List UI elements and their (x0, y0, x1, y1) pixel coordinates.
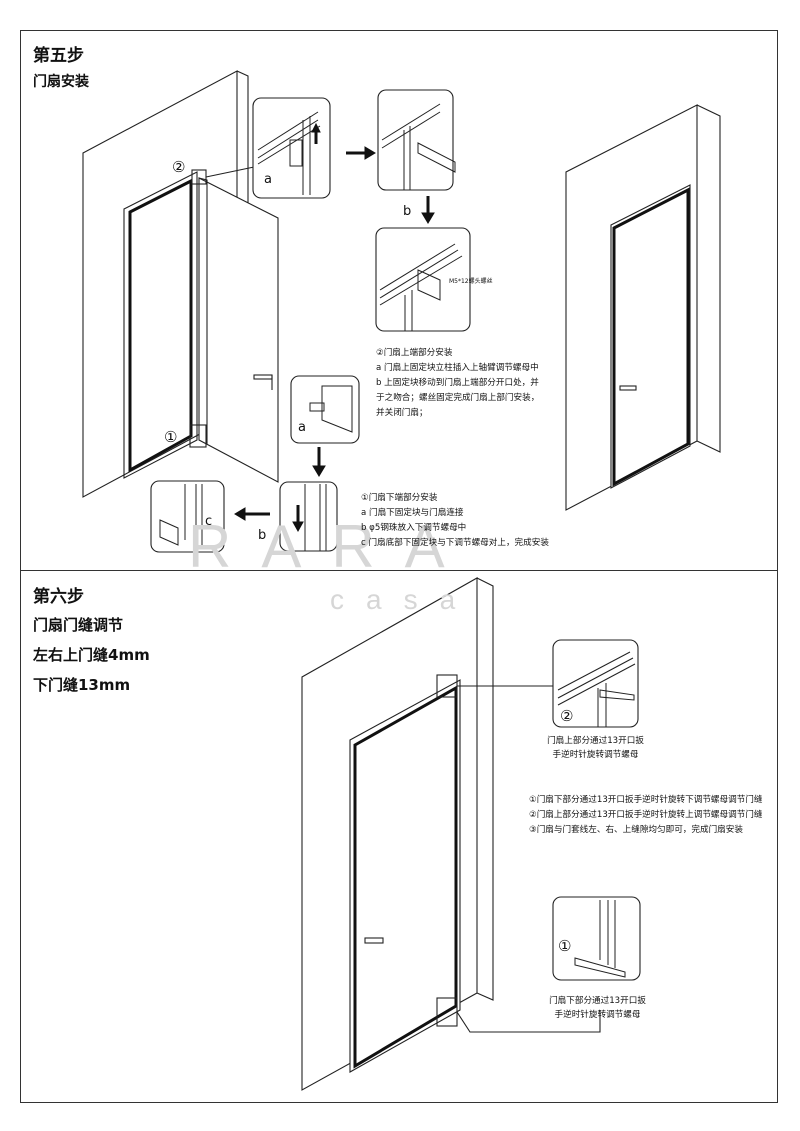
marker-2-door-top: ② (172, 158, 186, 176)
note-upper-line: 于之吻合；螺丝固定完成门扇上部门安装， (376, 393, 540, 403)
label-b-low: b (258, 528, 267, 543)
step6-note-1: ①门扇下部分通过13开口扳手逆时针旋转下调节螺母调节门缝 (529, 795, 763, 805)
marker-1-door-bottom: ① (164, 428, 178, 446)
note-upper-title: ②门扇上端部分安装 (376, 348, 453, 358)
step6-note-2: ②门扇上部分通过13开口扳手逆时针旋转上调节螺母调节门缝 (529, 810, 763, 820)
note-upper-line: a 门扇上固定块立柱插入上轴臂调节螺母中 (376, 363, 539, 373)
step5-subtitle: 门扇安装 (33, 74, 89, 90)
step6-sub1: 门扇门缝调节 (33, 616, 124, 634)
note-lower-line: c 门扇底部下固定块与下调节螺母对上，完成安装 (361, 538, 549, 548)
note-lower-line: b φ5钢珠放入下调节螺母中 (361, 523, 467, 533)
label-b-top: b (403, 204, 412, 219)
detail-c-low (150, 480, 225, 553)
note-lower-line: a 门扇下固定块与门扇连接 (361, 508, 464, 518)
screw-label: M5*12螺头螺丝 (449, 278, 493, 285)
step6-sub3: 下门缝13mm (33, 676, 131, 694)
step6-top-caption-2: 手逆时针旋转调节螺母 (552, 750, 639, 760)
step6-sub2: 左右上门缝4mm (33, 646, 150, 664)
step6-marker-top: ② (560, 707, 574, 725)
note-upper-line: 并关闭门扇； (376, 408, 428, 418)
detail-a-top (252, 97, 331, 199)
step6-bottom-caption-1: 门扇下部分通过13开口扳 (549, 996, 646, 1006)
page-frame (20, 30, 778, 1103)
note-lower-title: ①门扇下端部分安装 (361, 493, 438, 503)
step6-handle (364, 937, 384, 944)
label-c-low: c (205, 514, 213, 529)
step6-top-caption-1: 门扇上部分通过13开口扳 (547, 736, 644, 746)
detail-b-top (377, 89, 454, 191)
note-upper-line: b 上固定块移动到门扇上端部分开口处，并 (376, 378, 539, 388)
label-a-top: a (264, 172, 272, 187)
step6-detail-top (552, 639, 639, 728)
door-handle (253, 374, 273, 380)
watermark-sub: casa (330, 584, 478, 615)
watermark-brand: RARA (188, 513, 475, 580)
step6-note-3: ③门扇与门套线左、右、上缝隙均匀即可，完成门扇安装 (529, 825, 743, 835)
open-door-panel (198, 177, 279, 483)
step6-bottom-caption-2: 手逆时针旋转调节螺母 (554, 1010, 641, 1020)
detail-a-mid (290, 375, 360, 444)
step5-title: 第五步 (33, 46, 84, 66)
step6-marker-bottom: ① (558, 937, 572, 955)
section-divider (20, 570, 778, 571)
detail-b-low (279, 481, 338, 552)
step6-title: 第六步 (33, 587, 84, 607)
label-a-mid: a (298, 420, 306, 435)
